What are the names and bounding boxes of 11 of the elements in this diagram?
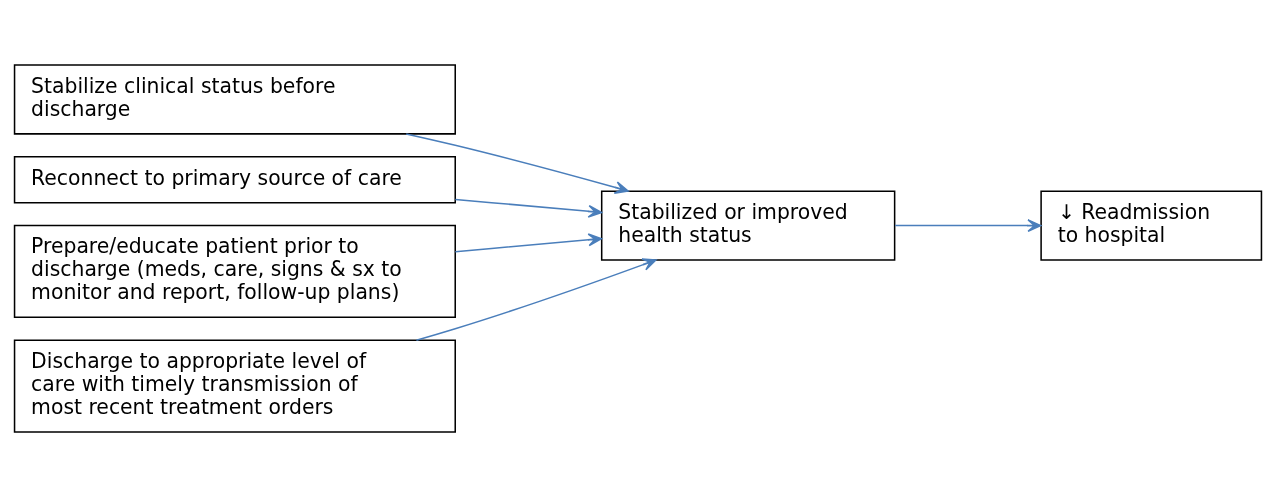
arrow [454, 198, 603, 218]
node-box: ↓ Readmission to hospital [1040, 190, 1263, 261]
node-box: Discharge to appropriate level of care with timely transmission of most recent treatment orders [13, 339, 456, 433]
arrow [894, 219, 1042, 233]
arrow [415, 258, 657, 341]
arrow [405, 133, 629, 194]
node-box: Prepare/educate patient prior to discharge (meds, care, signs & sx to monitor and report, follow-up plans) [13, 224, 456, 319]
node-box: Stabilized or improved health status [600, 190, 896, 261]
arrow [454, 233, 603, 253]
node-box: Reconnect to primary source of care [13, 156, 456, 204]
node-box: Stabilize clinical status before discharge [13, 64, 456, 135]
